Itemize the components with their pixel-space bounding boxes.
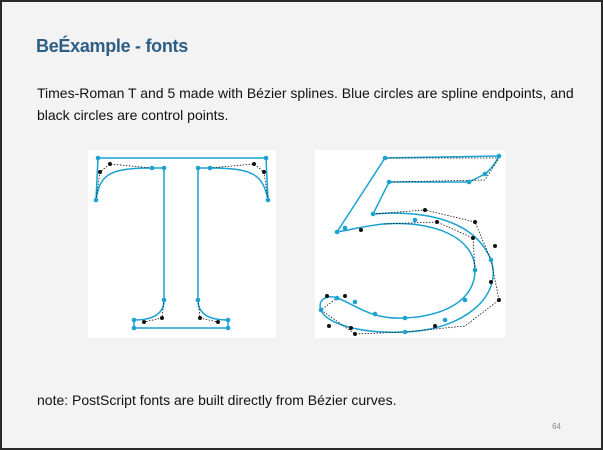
- glyph-5-diagram: [318, 153, 502, 336]
- glyph-t-figure: [88, 150, 276, 338]
- glyph-t-diagram: [93, 155, 271, 331]
- slide-title: BeÉxample - fonts: [36, 36, 188, 56]
- slide-note: note: PostScript fonts are built directl…: [37, 392, 397, 408]
- page-number: 64: [552, 422, 561, 431]
- slide-body-text: Times-Roman T and 5 made with Bézier spl…: [37, 85, 574, 123]
- glyph-5-figure: [315, 150, 505, 338]
